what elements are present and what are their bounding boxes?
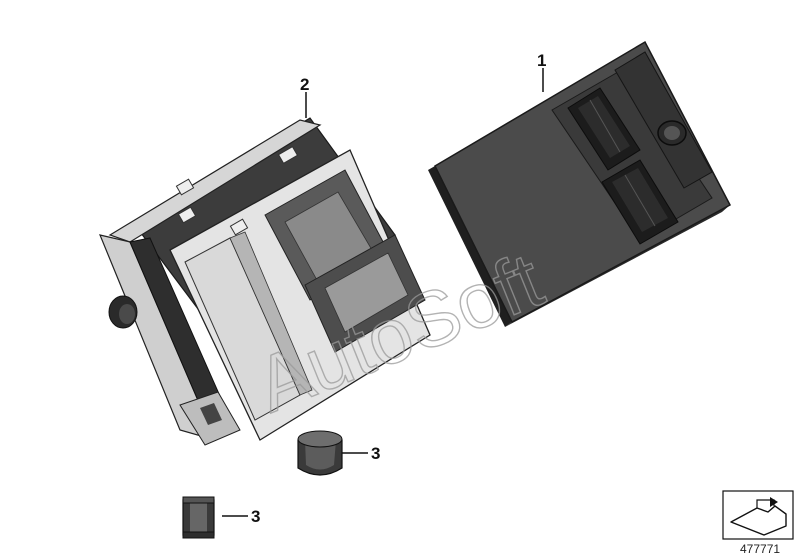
callout-2: 2 [300, 75, 309, 118]
holder-bracket [99, 117, 431, 446]
view-orientation-icon [730, 505, 787, 536]
top-clips [175, 145, 299, 236]
callout-number-1: 1 [537, 51, 546, 70]
callout-number-3a: 3 [371, 444, 380, 463]
callout-number-3b: 3 [251, 507, 260, 526]
callout-3-upper: 3 [342, 444, 380, 463]
connector-lower [601, 159, 679, 245]
callout-3-lower: 3 [222, 507, 260, 526]
side-knob [108, 295, 138, 329]
grommet-lower [182, 496, 215, 539]
control-module [428, 40, 732, 327]
grommet-upper [297, 430, 343, 476]
callout-number-2: 2 [300, 75, 309, 94]
connector-upper [567, 87, 641, 171]
callout-1: 1 [537, 51, 546, 92]
round-plug [657, 120, 687, 146]
reference-number: 477771 [740, 542, 780, 556]
reference-box: 477771 [722, 490, 794, 556]
